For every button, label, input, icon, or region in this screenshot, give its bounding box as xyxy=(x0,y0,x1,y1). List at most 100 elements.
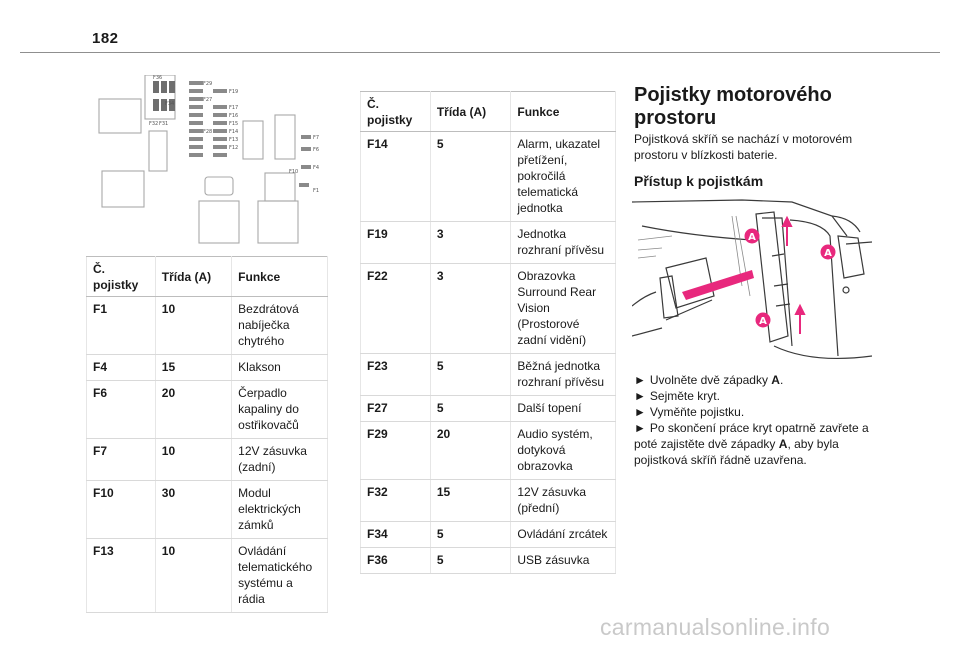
fuse-label: F14 xyxy=(229,129,238,135)
fuse-number-cell: F34 xyxy=(360,521,431,548)
fuse-label: F7 xyxy=(313,135,319,141)
fuse-number-cell: F36 xyxy=(360,547,431,574)
header-rating: Třída (A) xyxy=(429,91,512,132)
step-text: Uvolněte dvě západky xyxy=(649,373,772,387)
fuse-box-access-illustration: A A A xyxy=(632,199,872,360)
fuse-number-cell: F14 xyxy=(360,131,431,222)
rating-cell: 5 xyxy=(429,131,512,222)
function-cell: Další topení xyxy=(510,395,616,422)
header-function: Funkce xyxy=(231,256,328,297)
function-cell: Běžná jednotka rozhraní přívěsu xyxy=(510,353,616,396)
function-cell: Klakson xyxy=(231,354,328,381)
function-cell: 12V zásuvka (přední) xyxy=(510,479,616,522)
fuse-number-cell: F13 xyxy=(86,538,156,613)
rating-cell: 5 xyxy=(429,521,512,548)
function-cell: Čerpadlo kapaliny do ostřikovačů xyxy=(231,380,328,439)
fuse-label: F1 xyxy=(313,188,319,194)
rating-cell: 30 xyxy=(154,480,233,539)
table-header-row: Č. pojistky Třída (A) Funkce xyxy=(360,91,616,132)
step-latch-label: A xyxy=(771,373,780,387)
function-cell: Ovládání zrcátek xyxy=(510,521,616,548)
fuse-number-cell: F19 xyxy=(360,221,431,264)
fuse-number-cell: F7 xyxy=(86,438,156,481)
fuse-label: F16 xyxy=(229,113,238,119)
fuse-label: F27 xyxy=(203,97,212,103)
rating-cell: 20 xyxy=(154,380,233,439)
fuse-label: F36 xyxy=(153,75,162,81)
step-text: Sejměte kryt. xyxy=(649,389,720,403)
rating-cell: 15 xyxy=(154,354,233,381)
fuse-label: F19 xyxy=(229,89,238,95)
fuse-label: F12 xyxy=(229,145,238,151)
step-latch-label: A xyxy=(778,437,788,451)
fuse-number-cell: F32 xyxy=(360,479,431,522)
function-cell: 12V zásuvka (zadní) xyxy=(231,438,328,481)
fuse-label: F32 xyxy=(149,121,158,127)
page-number: 182 xyxy=(92,30,119,47)
watermark: carmanualsonline.info xyxy=(600,614,831,640)
instruction-steps: ►Uvolněte dvě západky A.►Sejměte kryt.►V… xyxy=(634,372,884,468)
function-cell: USB zásuvka xyxy=(510,547,616,574)
rating-cell: 15 xyxy=(429,479,512,522)
fuse-label: F6 xyxy=(313,147,319,153)
callout-a: A xyxy=(755,312,771,328)
rating-cell: 5 xyxy=(429,395,512,422)
intro-text: Pojistková skříň se nachází v motorovém … xyxy=(634,132,853,162)
section-title: Pojistky motorového prostoru xyxy=(634,84,832,129)
bullet-arrow-icon: ► xyxy=(634,373,646,387)
fuse-label: F15 xyxy=(229,121,238,127)
function-cell: Modul elektrických zámků xyxy=(231,480,328,539)
header-rating: Třída (A) xyxy=(154,256,233,297)
fuse-label: F29 xyxy=(203,81,212,87)
fuse-label: F13 xyxy=(229,137,238,143)
fuse-number-cell: F23 xyxy=(360,353,431,396)
table-header-row: Č. pojistky Třída (A) Funkce xyxy=(86,256,328,297)
fuse-box-diagram: F36 F29 F19 F27 F17 F16 F15 F14 F13 F12 … xyxy=(98,75,319,244)
fuse-number-cell: F6 xyxy=(86,380,156,439)
fuse-number-cell: F10 xyxy=(86,480,156,539)
step-item: ►Vyměňte pojistku. xyxy=(634,404,884,420)
step-item: ►Uvolněte dvě západky A. xyxy=(634,372,884,388)
function-cell: Jednotka rozhraní přívěsu xyxy=(510,221,616,264)
svg-text:A: A xyxy=(824,248,832,259)
bullet-arrow-icon: ► xyxy=(634,421,646,435)
step-item: ►Po skončení práce kryt opatrně zavřete … xyxy=(634,420,884,468)
rating-cell: 20 xyxy=(429,421,512,480)
callout-a: A xyxy=(744,228,760,244)
rating-cell: 10 xyxy=(154,438,233,481)
fuse-number-cell: F22 xyxy=(360,263,431,354)
fuse-number-cell: F1 xyxy=(86,296,156,355)
fuse-number-cell: F27 xyxy=(360,395,431,422)
fuse-number-cell: F29 xyxy=(360,421,431,480)
rating-cell: 5 xyxy=(429,547,512,574)
svg-text:A: A xyxy=(759,316,767,327)
step-text: Po skončení práce kryt opatrně zavřete a… xyxy=(634,421,869,451)
step-text: Vyměňte pojistku. xyxy=(649,405,745,419)
top-rule xyxy=(20,52,940,53)
header-fuse-number: Č. pojistky xyxy=(86,256,156,297)
step-item: ►Sejměte kryt. xyxy=(634,388,884,404)
step-text-end: . xyxy=(779,373,784,387)
rating-cell: 10 xyxy=(154,296,233,355)
rating-cell: 5 xyxy=(429,353,512,396)
fuse-label: F4 xyxy=(313,165,319,171)
rating-cell: 10 xyxy=(154,538,233,613)
fuse-number-cell: F4 xyxy=(86,354,156,381)
fuse-label: F17 xyxy=(229,105,238,111)
function-cell: Ovládání telematického systému a rádia xyxy=(231,538,328,613)
header-function: Funkce xyxy=(510,91,616,132)
